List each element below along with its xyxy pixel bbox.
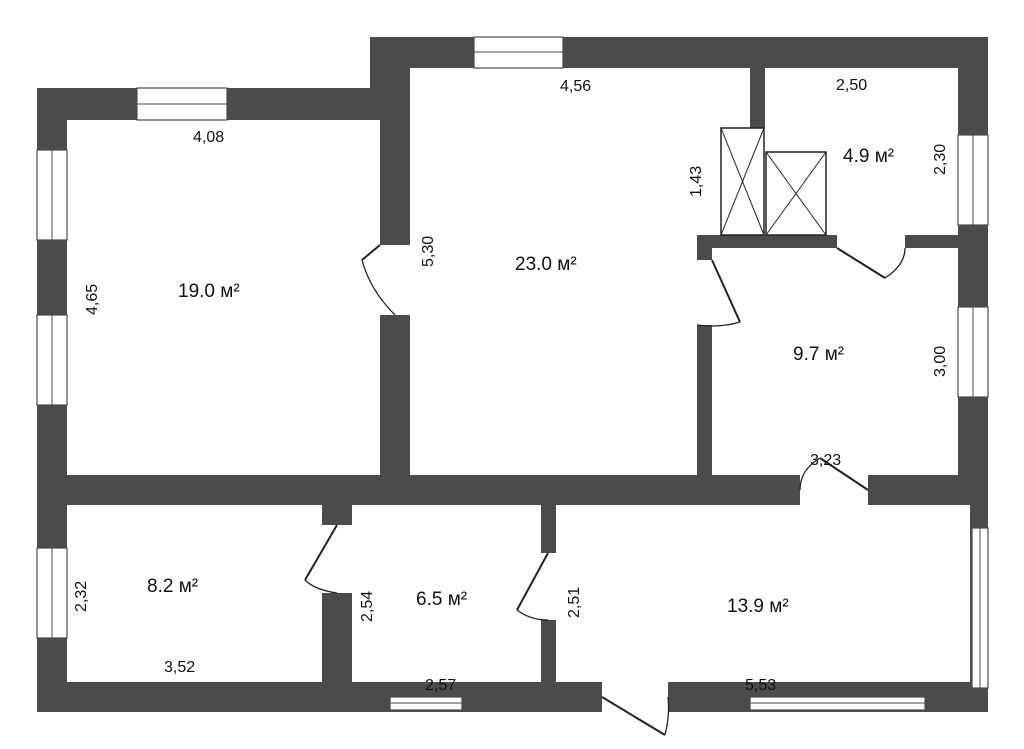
room-dimension: 3,52 xyxy=(164,659,195,676)
room-area: 6.5 м² xyxy=(416,589,467,610)
room-dimension: 2,57 xyxy=(425,677,456,694)
room-dimension: 5,30 xyxy=(420,236,437,267)
doors xyxy=(304,244,906,736)
room-area: 4.9 м² xyxy=(843,146,894,167)
labels: 19.0 м² 4,08 4,65 23.0 м² 4,56 5,30 4.9 … xyxy=(73,77,949,694)
room-dimension: 2,32 xyxy=(73,581,90,612)
room-area: 19.0 м² xyxy=(178,281,240,302)
room-dimension: 2,30 xyxy=(932,144,949,175)
room-dimension: 3,23 xyxy=(810,452,841,469)
room-dimension: 2,54 xyxy=(359,591,376,622)
room-area: 9.7 м² xyxy=(793,344,844,365)
room-dimension: 4,08 xyxy=(193,129,224,146)
room-dimension: 2,51 xyxy=(566,587,583,618)
room-dimension: 2,50 xyxy=(836,77,867,94)
room-dimension: 5,53 xyxy=(745,677,776,694)
room-dimension: 4,56 xyxy=(560,78,591,95)
windows xyxy=(36,36,989,711)
room-area: 13.9 м² xyxy=(727,596,789,617)
room-area: 8.2 м² xyxy=(147,576,198,597)
room-area: 23.0 м² xyxy=(515,254,577,275)
room-dimension: 1,43 xyxy=(688,166,705,197)
walls xyxy=(37,37,988,712)
shafts xyxy=(720,127,827,236)
room-dimension: 4,65 xyxy=(84,284,101,315)
room-dimension: 3,00 xyxy=(932,346,949,377)
